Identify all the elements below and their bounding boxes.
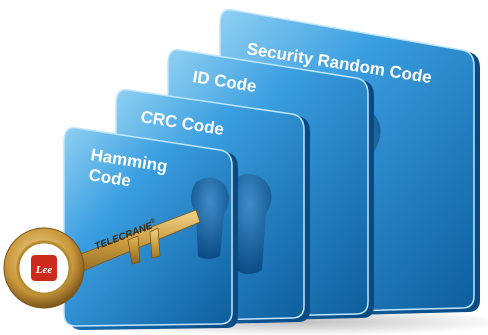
registered-mark: ® [149,217,156,225]
lee-logo-icon [31,255,57,281]
lee-logo-text: Lee [35,264,53,276]
telecrane-key: Lee TELECRANE® [3,209,201,309]
keyhole-icon [191,177,229,259]
key-teeth [127,227,161,265]
